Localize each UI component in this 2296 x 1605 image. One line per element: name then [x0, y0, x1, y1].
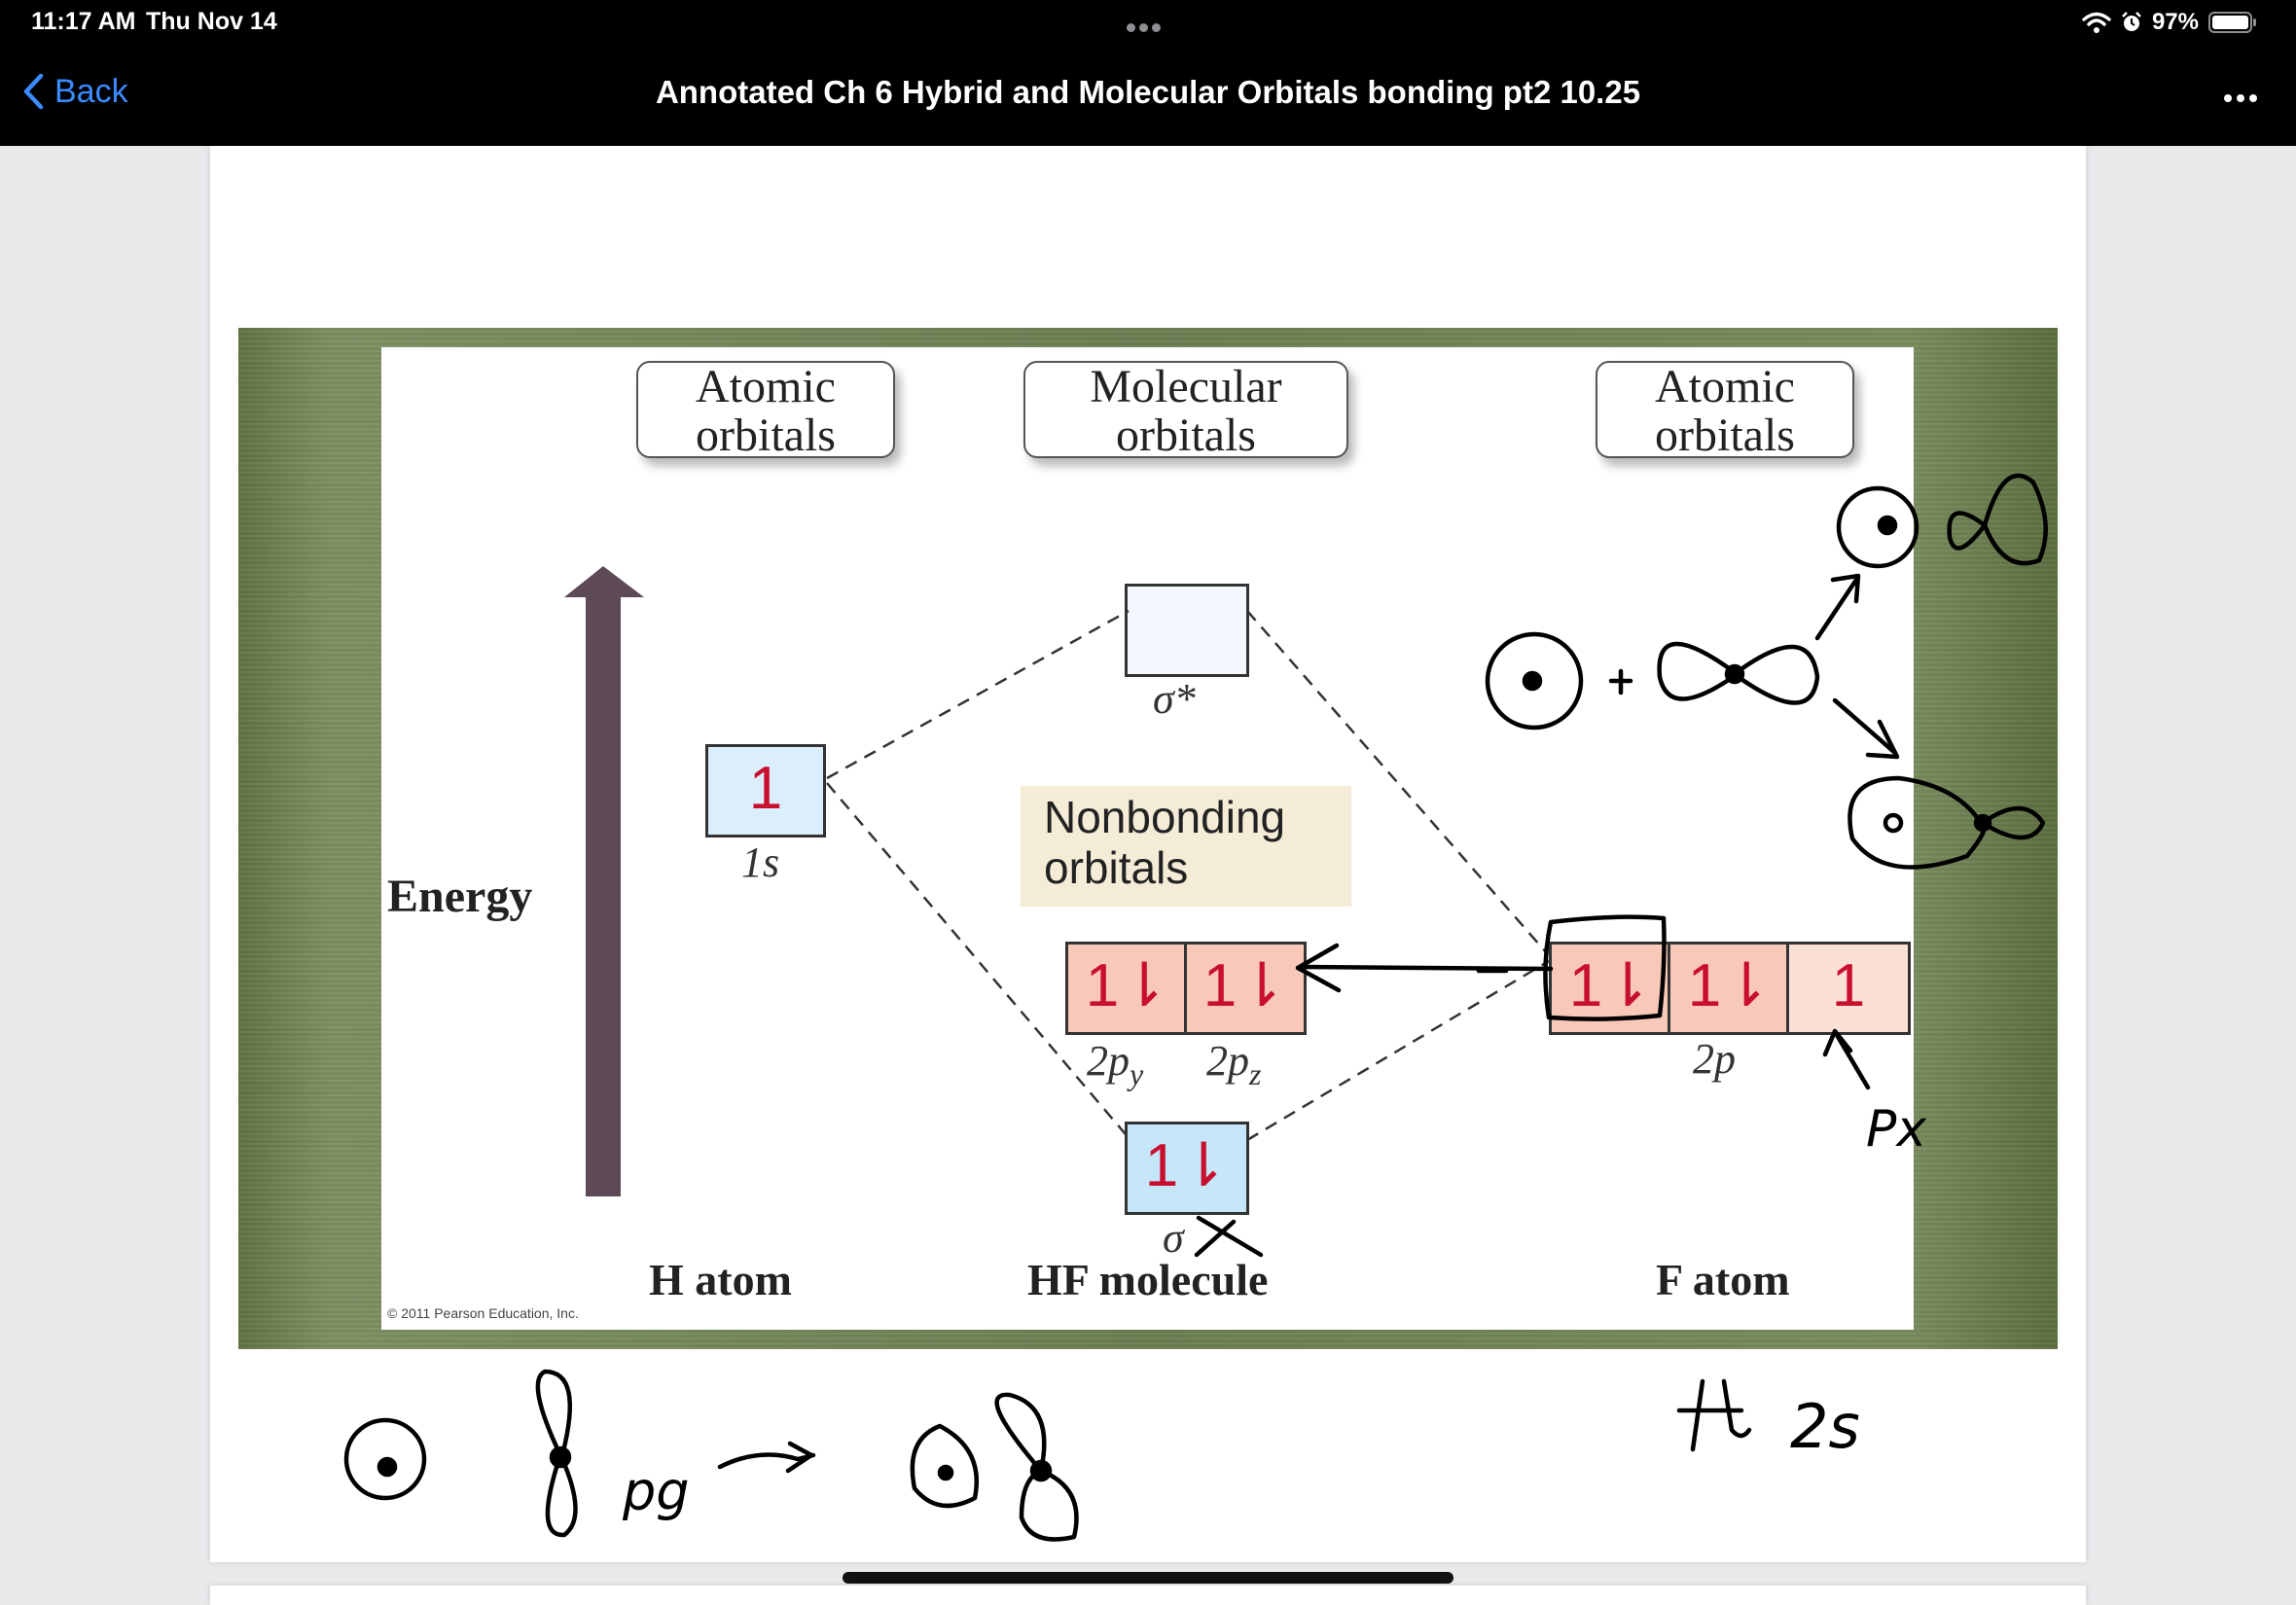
sigma-star-orbital: [1125, 584, 1249, 677]
energy-axis-label: Energy: [387, 871, 533, 922]
header-line: Atomic: [1655, 361, 1795, 412]
document-title: Annotated Ch 6 Hybrid and Molecular Orbi…: [655, 74, 1641, 110]
header-line: Molecular: [1090, 361, 1282, 412]
header-line: orbitals: [696, 410, 836, 461]
label-main: 2p: [1087, 1037, 1130, 1085]
f-2p-orbital-3: 1: [1786, 942, 1911, 1035]
h-atom-label: H atom: [649, 1255, 792, 1304]
handwritten-ink: [343, 473, 2048, 1542]
top-bar: 11:17 AM Thu Nov 14 97% Back Annotated C…: [0, 0, 2296, 146]
label-sub: y: [1130, 1055, 1144, 1091]
home-indicator[interactable]: [843, 1572, 1453, 1584]
chevron-left-icon: [23, 73, 44, 110]
sigma-bonding-orbital: 1⇂: [1125, 1122, 1249, 1215]
header-line: orbitals: [1655, 410, 1795, 461]
header-molecular-orbitals: Molecular orbitals: [1023, 361, 1348, 461]
dashed-connectors: [826, 609, 1550, 1142]
label-main: 2p: [1206, 1037, 1249, 1085]
battery-percent: 97%: [2151, 9, 2199, 35]
back-label: Back: [54, 72, 128, 110]
h-1s-orbital: 1: [705, 744, 826, 838]
header-line: orbitals: [1116, 410, 1256, 461]
back-button[interactable]: Back: [21, 72, 128, 111]
multitasking-dots-icon[interactable]: [1127, 19, 1169, 32]
nonbonding-2pz-orbital: 1⇂: [1184, 942, 1307, 1035]
header-atomic-orbitals-h: Atomic orbitals: [636, 361, 895, 461]
f-2p-orbital-2: 1⇂: [1668, 942, 1792, 1035]
header-line: Atomic: [696, 361, 836, 412]
2py-label: 2py: [1087, 1036, 1143, 1092]
status-time: 11:17 AM: [31, 8, 136, 35]
h-1s-label: 1s: [741, 838, 780, 886]
pg-annotation: pg: [622, 1461, 690, 1522]
px-annotation: Px: [1866, 1100, 1927, 1159]
nonbonding-line: Nonbonding: [1044, 792, 1286, 842]
copyright-notice: © 2011 Pearson Education, Inc.: [387, 1305, 579, 1321]
sigma-star-label: σ*: [1153, 675, 1196, 723]
nonbonding-orbitals-label: Nonbonding orbitals: [1021, 786, 1351, 907]
2pz-label: 2pz: [1206, 1036, 1261, 1092]
2s-annotation: 2s: [1790, 1391, 1860, 1462]
sigma-label: σ: [1163, 1214, 1184, 1262]
alarm-icon: [2122, 12, 2141, 31]
f-2p-label: 2p: [1693, 1035, 1736, 1083]
mo-diagram: Atomic orbitals Molecular orbitals Atomi…: [381, 347, 1914, 1330]
nonbonding-line: orbitals: [1044, 842, 1189, 893]
energy-arrow-icon: [564, 566, 644, 1196]
wifi-icon: [2082, 12, 2111, 33]
handwritten-text: Px pg 2s: [622, 1100, 1927, 1522]
label-sub: z: [1249, 1055, 1262, 1091]
hf-molecule-label: HF molecule: [1027, 1255, 1269, 1304]
f-atom-label: F atom: [1656, 1255, 1790, 1304]
slide-image: Atomic orbitals Molecular orbitals Atomi…: [238, 328, 2058, 1349]
ellipsis-icon[interactable]: [2224, 89, 2267, 102]
status-right: 97%: [2082, 6, 2257, 39]
header-atomic-orbitals-f: Atomic orbitals: [1596, 361, 1854, 461]
status-date: Thu Nov 14: [146, 8, 277, 35]
battery-icon: [2208, 12, 2256, 33]
